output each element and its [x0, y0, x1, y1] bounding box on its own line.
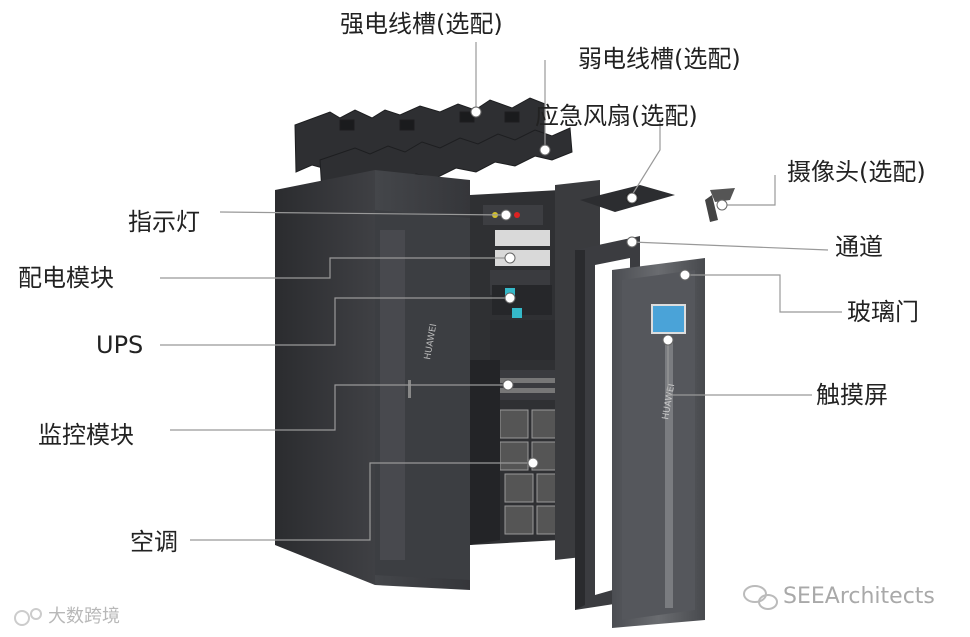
label-weak-cable-tray: 弱电线槽(选配)	[578, 47, 741, 71]
weibo-icon	[15, 609, 41, 625]
label-aisle: 通道	[835, 235, 883, 259]
watermark-left: 大数跨境	[48, 608, 120, 626]
label-glass-door: 玻璃门	[847, 300, 919, 324]
label-ups: UPS	[96, 333, 143, 357]
left-cabinet: HUAWEI	[275, 170, 470, 590]
label-ac: 空调	[130, 530, 178, 554]
label-strong-cable-tray: 强电线槽(选配)	[340, 12, 503, 36]
label-monitor: 监控模块	[38, 423, 134, 447]
label-camera: 摄像头(选配)	[787, 160, 926, 184]
wechat-icon	[744, 586, 777, 609]
label-touchscreen: 触摸屏	[816, 383, 888, 407]
label-pdu: 配电模块	[18, 266, 114, 290]
glass-door: HUAWEI	[612, 258, 705, 628]
watermark-right: SEEArchitects	[783, 586, 935, 608]
label-indicator: 指示灯	[128, 210, 200, 234]
label-emergency-fan: 应急风扇(选配)	[535, 104, 698, 128]
